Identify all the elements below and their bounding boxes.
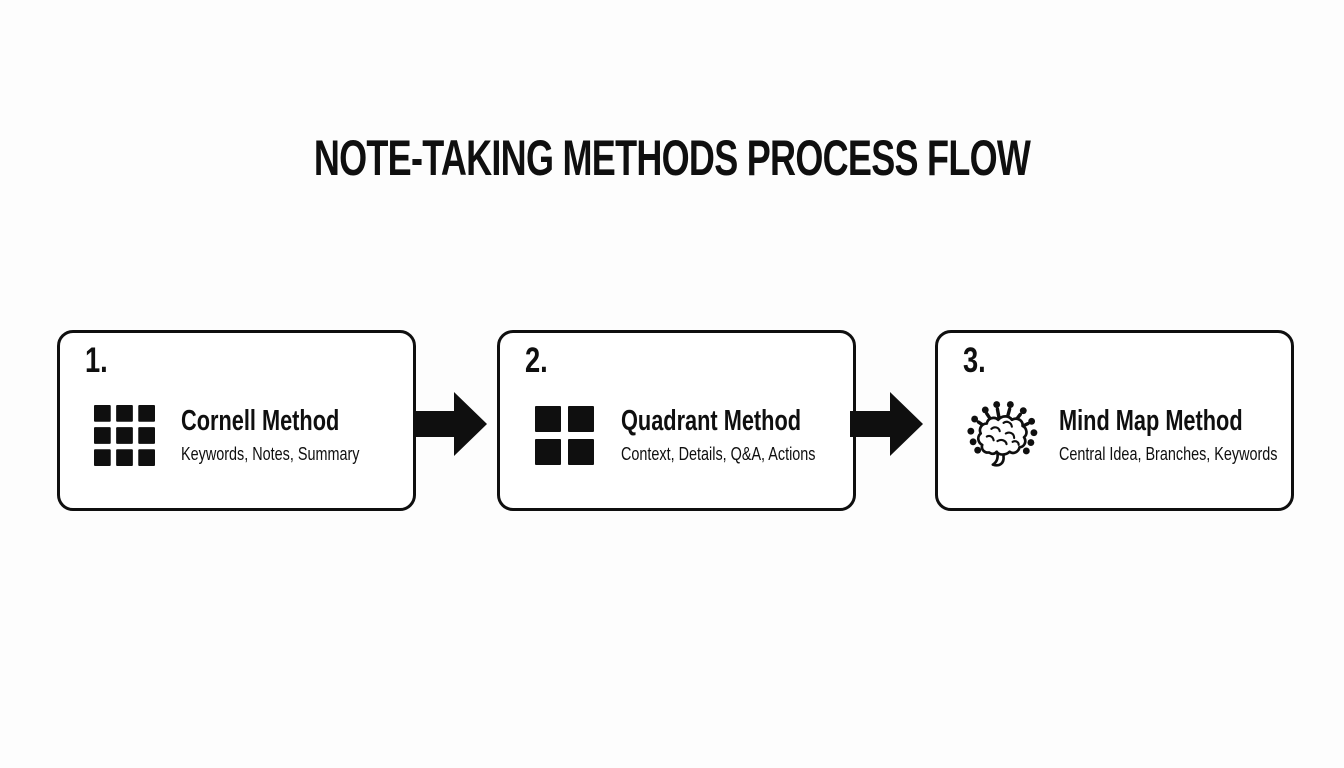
step-subtitle: Central Idea, Branches, Keywords	[1059, 444, 1278, 465]
step-number: 1.	[85, 341, 108, 380]
step-card-quadrant: 2. Quadrant Method Context, Details, Q&A…	[497, 330, 856, 511]
step-title: Mind Map Method	[1059, 404, 1243, 437]
flow-arrow-icon	[850, 392, 923, 456]
step-subtitle: Keywords, Notes, Summary	[181, 444, 360, 465]
step-card-body: Mind Map Method Central Idea, Branches, …	[967, 389, 1283, 481]
step-title: Cornell Method	[181, 404, 340, 437]
step-number: 3.	[963, 341, 986, 380]
grid-2x2-icon	[533, 404, 595, 466]
flow-arrow-icon	[414, 392, 487, 456]
brain-icon	[967, 401, 1038, 467]
step-number: 2.	[525, 341, 548, 380]
step-card-body: Cornell Method Keywords, Notes, Summary	[93, 389, 405, 481]
grid-3x3-icon	[93, 404, 155, 466]
step-card-body: Quadrant Method Context, Details, Q&A, A…	[533, 389, 845, 481]
page-title: NOTE-TAKING METHODS PROCESS FLOW	[313, 130, 1031, 186]
step-card-mind-map: 3.	[935, 330, 1294, 511]
step-card-cornell: 1. Cornel	[57, 330, 416, 511]
step-subtitle: Context, Details, Q&A, Actions	[621, 444, 816, 465]
step-title: Quadrant Method	[621, 404, 802, 437]
